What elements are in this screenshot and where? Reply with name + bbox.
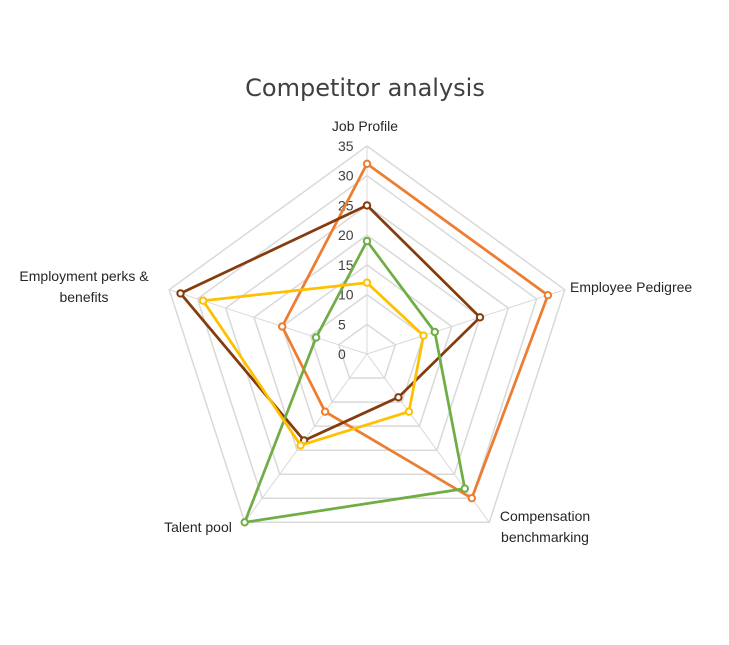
- data-point: [296, 441, 305, 450]
- category-label: Job Profile: [332, 118, 398, 134]
- radial-tick-label: 0: [338, 346, 346, 362]
- category-label-line: Talent pool: [164, 519, 232, 535]
- category-label-line: benchmarking: [501, 529, 589, 545]
- data-point: [198, 296, 208, 305]
- axis-spoke: [366, 353, 490, 523]
- radial-tick-label: 35: [338, 138, 354, 154]
- grid-ring: [168, 145, 566, 524]
- grid-ring: [224, 204, 510, 475]
- series-4: [198, 278, 428, 450]
- data-point: [362, 236, 372, 246]
- category-label: Talent pool: [164, 519, 232, 535]
- data-point: [240, 518, 249, 527]
- data-point: [419, 331, 428, 340]
- grid-ring: [253, 234, 481, 451]
- series-line: [243, 239, 467, 524]
- category-label: Compensation benchmarking: [500, 508, 590, 545]
- category-label: Employee Pedigree: [570, 279, 692, 295]
- data-point: [404, 407, 414, 416]
- radial-tick-label: 15: [338, 257, 354, 273]
- data-point: [362, 159, 372, 169]
- data-point: [430, 327, 439, 337]
- series-2: [176, 201, 485, 445]
- radial-tick-label: 30: [338, 168, 354, 184]
- data-point: [176, 289, 185, 298]
- series-3: [240, 236, 469, 527]
- radial-tick-label: 20: [338, 227, 354, 243]
- data-point: [475, 313, 485, 322]
- axis-spoke: [366, 289, 565, 355]
- radial-tick-label: 5: [338, 316, 346, 332]
- data-point: [320, 407, 330, 416]
- category-label: Employment perks & benefits: [19, 268, 149, 305]
- series-1: [278, 159, 553, 503]
- category-label-line: benefits: [59, 289, 108, 305]
- data-point: [394, 393, 403, 402]
- category-label-line: Employment perks &: [19, 268, 149, 284]
- data-point: [543, 291, 553, 300]
- data-point: [467, 494, 476, 503]
- data-point: [362, 278, 372, 287]
- category-label-line: Job Profile: [332, 118, 398, 134]
- category-label-line: Employee Pedigree: [570, 279, 692, 295]
- data-point: [362, 201, 372, 210]
- series-line: [280, 162, 550, 500]
- chart-title: Competitor analysis: [245, 74, 485, 102]
- grid-ring: [337, 323, 397, 379]
- category-label-line: Compensation: [500, 508, 590, 524]
- series-layer: [176, 159, 553, 527]
- data-point: [460, 484, 469, 493]
- grid-ring: [196, 174, 538, 499]
- data-point: [278, 322, 287, 331]
- series-line: [179, 204, 482, 442]
- data-point: [311, 333, 321, 342]
- series-line: [201, 281, 425, 447]
- radar-grid: [168, 145, 566, 524]
